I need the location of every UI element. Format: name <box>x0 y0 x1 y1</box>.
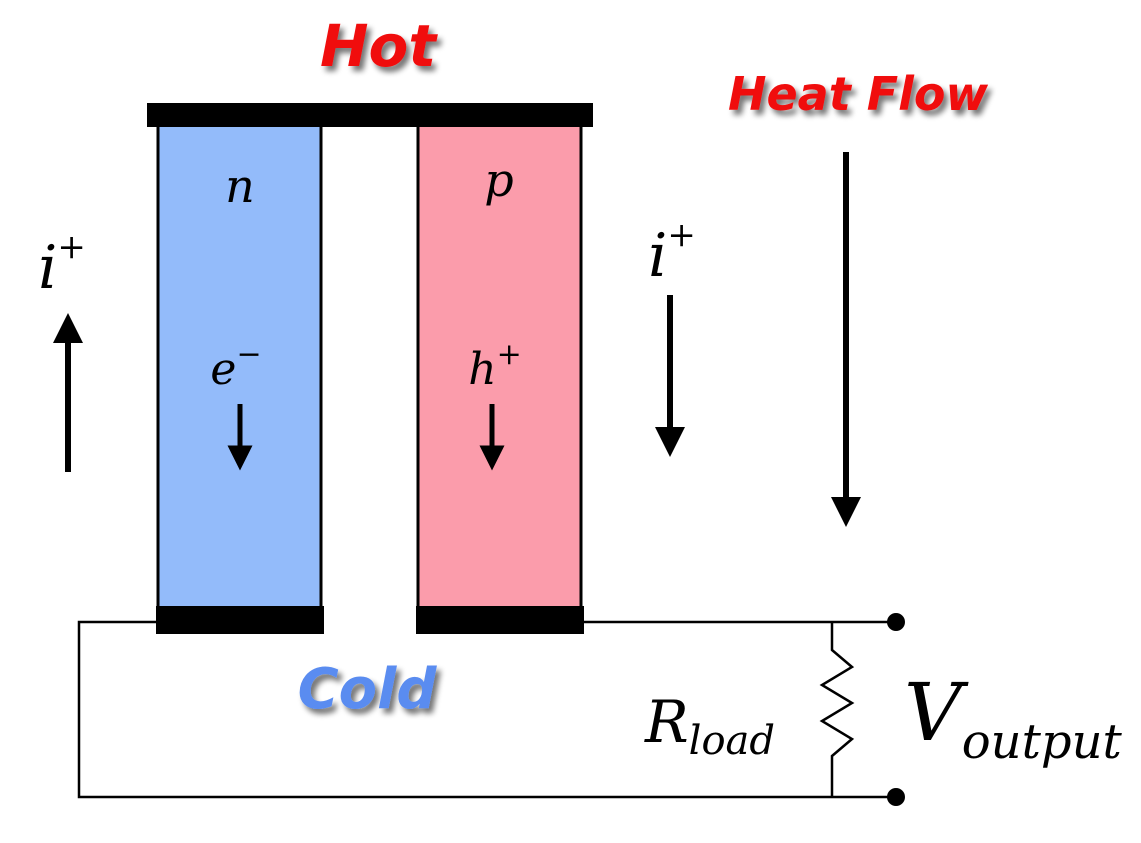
circuit-wire <box>77 620 895 799</box>
cold-electrode-p <box>416 606 584 634</box>
output-voltage-label: Voutput <box>904 666 1123 770</box>
p-type-letter: p <box>484 153 513 207</box>
hole-carrier-label: h+ <box>468 337 521 395</box>
terminal-bottom <box>887 788 905 806</box>
electron-carrier-label: e− <box>210 337 261 395</box>
n-type-letter: n <box>225 159 255 213</box>
load-resistor-label: Rload <box>644 688 775 764</box>
p-type-leg <box>416 122 583 612</box>
current-label-right: i+ <box>648 215 696 291</box>
cold-electrode-n <box>156 606 324 634</box>
terminal-top <box>887 613 905 631</box>
hot-electrode <box>147 103 593 127</box>
n-type-leg <box>156 122 323 612</box>
hot-label: Hot <box>320 12 438 80</box>
current-label-left: i+ <box>38 227 86 303</box>
heat-flow-label: Heat Flow <box>728 67 989 121</box>
cold-label: Cold <box>298 657 438 722</box>
